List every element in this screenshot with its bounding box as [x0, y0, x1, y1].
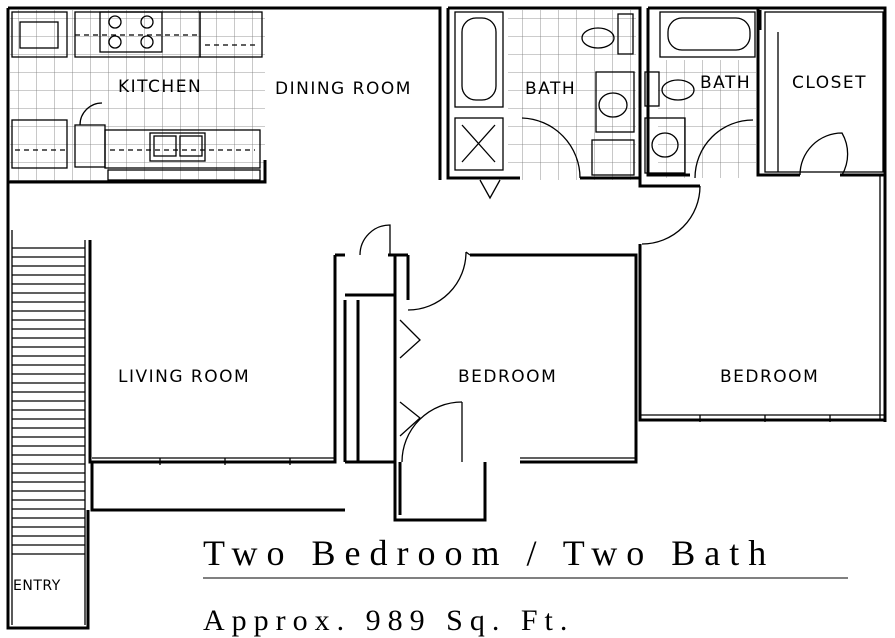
bedroom1-label: BEDROOM: [458, 367, 557, 387]
kitchen-fixtures: [11, 11, 263, 181]
closet-label: CLOSET: [792, 73, 867, 93]
bath-fixtures: [454, 11, 884, 245]
dining-room-label: DINING ROOM: [275, 79, 412, 99]
bath1-label: BATH: [525, 79, 576, 99]
windows: [92, 175, 885, 465]
plan-title: Two Bedroom / Two Bath: [203, 533, 775, 573]
kitchen-tile-floor: [10, 10, 265, 182]
doors: [359, 179, 501, 463]
walls: [6, 6, 887, 630]
kitchen-label: KITCHEN: [118, 77, 202, 97]
living-room-label: LIVING ROOM: [118, 367, 250, 387]
bath2-label: BATH: [700, 73, 751, 93]
bedroom2-label: BEDROOM: [720, 367, 819, 387]
entry-label: ENTRY: [13, 578, 61, 594]
bath1-tile-floor: [508, 10, 636, 180]
plan-area: Approx. 989 Sq. Ft.: [203, 604, 574, 637]
stairs: [11, 230, 86, 625]
